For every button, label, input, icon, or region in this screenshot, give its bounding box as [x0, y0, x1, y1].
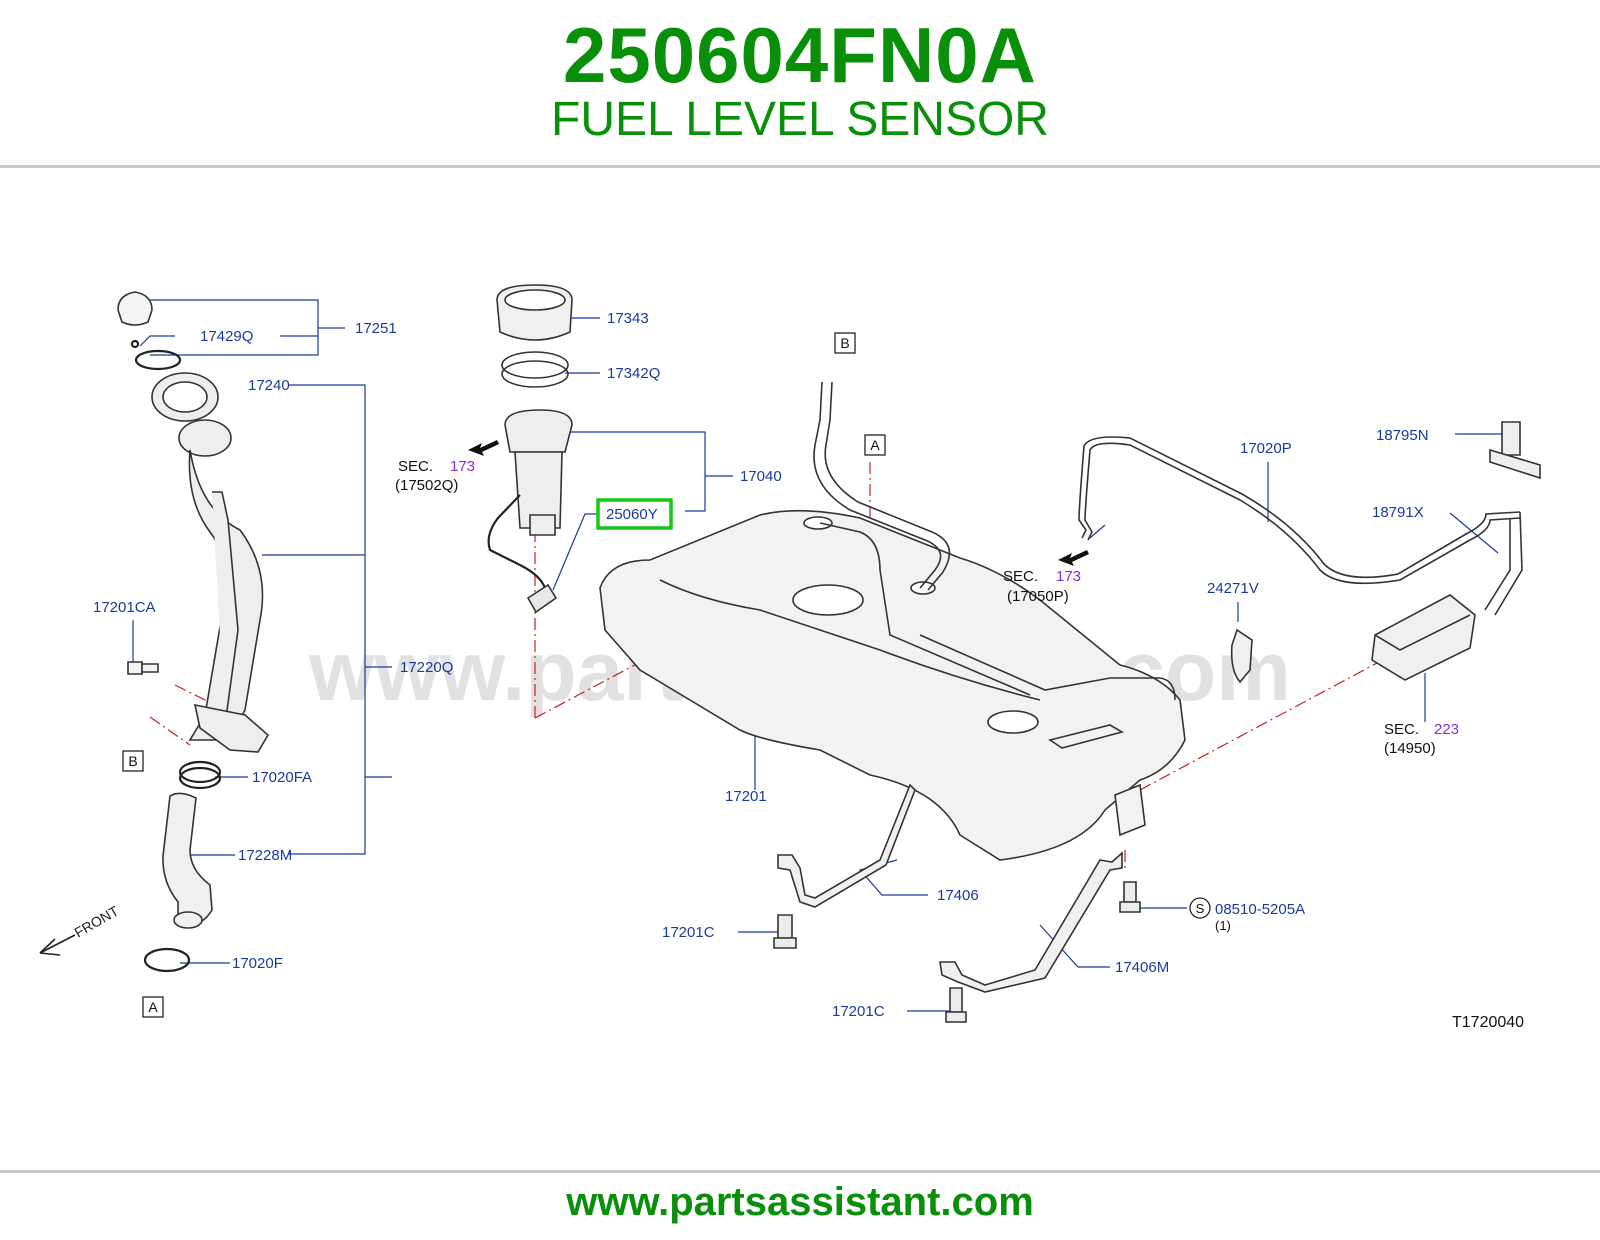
evap-tube-17020p — [1078, 436, 1523, 616]
sec1-ref: (17502Q) — [395, 477, 458, 494]
callout-17201ca[interactable]: 17201CA — [93, 599, 156, 616]
callout-17228m[interactable]: 17228M — [238, 847, 292, 864]
filler-neck-tube — [151, 372, 270, 753]
callout-17020f[interactable]: 17020F — [232, 955, 283, 972]
callout-08510-qty: (1) — [1215, 918, 1231, 933]
footer-divider — [0, 1170, 1600, 1173]
marker-a-top: A — [870, 437, 880, 453]
tank-hoses — [819, 522, 1176, 701]
cap-gasket — [130, 339, 182, 371]
lock-ring-17343 — [496, 284, 573, 341]
callout-17342q[interactable]: 17342Q — [607, 365, 660, 382]
callout-17020p[interactable]: 17020P — [1240, 440, 1292, 457]
evap-valve-18795n — [1489, 421, 1541, 480]
hose-clamp-17020fa — [178, 760, 222, 790]
sec1-number[interactable]: 173 — [450, 458, 475, 475]
parts-diagram-svg: www.partsassistant.com — [39, 284, 1541, 1031]
callout-25060y[interactable]: 25060Y — [606, 506, 658, 523]
footer-url-link[interactable]: www.partsassistant.com — [566, 1180, 1034, 1224]
callout-17406[interactable]: 17406 — [937, 887, 979, 904]
page-header: 250604FN0A FUEL LEVEL SENSOR — [0, 0, 1600, 168]
filler-pipe-b-route — [813, 381, 951, 591]
float-arm — [526, 583, 558, 614]
strap-bolts — [773, 881, 1141, 1023]
callout-17020fa[interactable]: 17020FA — [252, 769, 312, 786]
marker-a-bottom: A — [148, 999, 158, 1015]
marker-boxes — [122, 332, 886, 1018]
sender-wire — [487, 494, 547, 589]
callout-17240[interactable]: 17240 — [248, 377, 290, 394]
sec2-label: SEC. — [1003, 568, 1038, 585]
callout-17406m[interactable]: 17406M — [1115, 959, 1169, 976]
callout-17343[interactable]: 17343 — [607, 310, 649, 327]
tank-strap-17406 — [777, 783, 916, 908]
evap-canister — [1371, 594, 1476, 681]
callout-17201c-a[interactable]: 17201C — [662, 924, 715, 941]
sec3-label: SEC. — [1384, 721, 1419, 738]
gasket-17342q — [501, 351, 569, 388]
callout-18795n[interactable]: 18795N — [1376, 427, 1429, 444]
callout-17040[interactable]: 17040 — [740, 468, 782, 485]
part-number-title: 250604FN0A — [563, 11, 1037, 99]
callout-24271v[interactable]: 24271V — [1207, 580, 1259, 597]
front-direction-arrow — [39, 934, 76, 956]
callout-18791x[interactable]: 18791X — [1372, 504, 1424, 521]
diagram-code: T1720040 — [1452, 1014, 1524, 1031]
callout-17201c-b[interactable]: 17201C — [832, 1003, 885, 1020]
marker-b-left: B — [128, 753, 137, 769]
section-arrows — [468, 440, 1089, 566]
fuel-pump-module-17040 — [504, 409, 573, 536]
hose-clamp-17020f — [143, 947, 191, 973]
sec3-number[interactable]: 223 — [1434, 721, 1459, 738]
s-symbol: S — [1196, 901, 1205, 916]
sec2-ref: (17050P) — [1007, 588, 1069, 605]
marker-b-top: B — [840, 335, 849, 351]
callout-08510-5205a[interactable]: 08510-5205A — [1215, 901, 1305, 918]
filler-cap — [117, 291, 153, 326]
heat-shield-24271v — [1230, 628, 1253, 684]
sec2-number[interactable]: 173 — [1056, 568, 1081, 585]
filler-hose-17228m — [162, 792, 213, 929]
parts-diagram: www.partsassistant.com — [0, 270, 1600, 1080]
front-label: FRONT — [72, 902, 122, 940]
sec3-ref: (14950) — [1384, 740, 1436, 757]
tank-strap-17406m — [939, 851, 1123, 993]
header-divider — [0, 165, 1600, 168]
sec1-label: SEC. — [398, 458, 433, 475]
callout-17251[interactable]: 17251 — [355, 320, 397, 337]
callout-17220q[interactable]: 17220Q — [400, 659, 453, 676]
bolt-17201ca — [127, 661, 159, 675]
s-symbol-circle — [1189, 897, 1211, 919]
callout-17429q[interactable]: 17429Q — [200, 328, 253, 345]
fuel-tank-17201 — [599, 509, 1186, 861]
callout-17201[interactable]: 17201 — [725, 788, 767, 805]
highlight-box-25060y — [596, 498, 673, 530]
part-name-subtitle: FUEL LEVEL SENSOR — [551, 93, 1049, 146]
